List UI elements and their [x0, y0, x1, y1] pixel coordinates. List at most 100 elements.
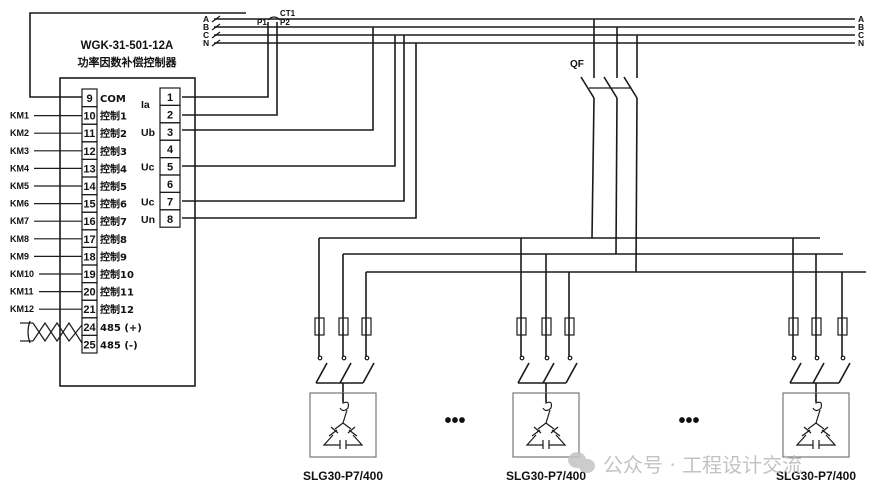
branch-bus: [319, 237, 866, 273]
contactor-switch-icon: [339, 362, 352, 384]
phase-label-right-N: N: [858, 38, 864, 48]
terminal-label: 控制12: [100, 303, 134, 316]
contactor-switch-icon: [315, 362, 328, 384]
phase-label-left-A: A: [203, 14, 209, 24]
ct-wire-2: [182, 22, 278, 116]
contactor-label: KM5: [10, 181, 29, 191]
terminal-number: 11: [84, 128, 96, 140]
terminal-number: 1: [167, 92, 173, 104]
contactor-label: KM9: [10, 251, 29, 261]
bus-lines: [214, 18, 855, 44]
contactor-label: KM10: [10, 269, 34, 279]
fuse-icon: [788, 317, 799, 336]
terminal-label: 控制2: [100, 127, 127, 140]
contact-terminal: [544, 355, 550, 361]
com-wire: [29, 12, 246, 98]
terminal-number: 3: [167, 127, 173, 139]
terminal-4: 4: [159, 139, 181, 159]
terminal-label: 控制9: [100, 250, 127, 263]
contact-terminal: [840, 355, 846, 361]
contactor-label: KM1: [10, 111, 29, 121]
terminal-number: 25: [83, 339, 95, 351]
capacitor-branch-1: SLG30-P7/400: [303, 238, 383, 483]
terminal-number: 21: [83, 304, 95, 316]
contactor-switch-icon: [362, 362, 375, 384]
reactor-icon: [339, 393, 350, 424]
terminal-6: 6: [159, 174, 181, 193]
terminal-label: 控制3: [100, 145, 127, 158]
watermark: 公众号 · 工程设计交流: [568, 452, 802, 477]
contactor-label: KM2: [10, 128, 29, 138]
voltage-sense-wires: [182, 27, 417, 219]
controller-model: WGK-31-501-12A: [81, 40, 174, 52]
terminal-2: 2: [159, 104, 181, 124]
current-transformer: CT1 P1 P2: [182, 9, 296, 116]
terminal-label: 控制6: [100, 198, 127, 211]
terminal-label: 控制7: [100, 215, 127, 228]
contactor-label: KM6: [10, 199, 29, 209]
contactor-switch-icon: [517, 362, 530, 384]
breaker-label: QF: [570, 59, 584, 70]
terminal-number: 12: [83, 146, 95, 158]
ellipsis-1: •••: [444, 410, 465, 432]
contactor-switch-icon: [812, 362, 825, 384]
terminal-number: 9: [86, 93, 92, 105]
fuse-icon: [516, 317, 527, 336]
terminal-label: COM: [100, 94, 126, 105]
phase-label-right-A: A: [858, 14, 864, 24]
fuse-icon: [811, 317, 822, 336]
phase-label-left-C: C: [203, 30, 209, 40]
phase-label-right-B: B: [858, 22, 864, 32]
ct-coil-icon: [267, 16, 281, 21]
contactor-label: KM3: [10, 146, 29, 156]
terminal-label: 控制5: [100, 180, 127, 193]
phase-label-left-N: N: [203, 38, 209, 48]
contact-terminal: [814, 355, 820, 361]
phase-label-right-C: C: [858, 30, 864, 40]
fuse-icon: [564, 317, 575, 336]
terminal-number: 16: [83, 216, 95, 228]
terminal-number: 2: [167, 109, 173, 121]
terminal-24: 24 485 (+): [81, 317, 142, 336]
ct-p1-label: P1: [257, 18, 267, 27]
fuse-icon: [541, 317, 552, 336]
terminal-5: 5Uc: [141, 157, 181, 176]
terminal-number: 24: [83, 322, 96, 334]
controller-name: 功率因数补偿控制器: [78, 55, 178, 69]
contactor-label: KM11: [10, 287, 34, 297]
contactor-label: KM4: [10, 163, 29, 173]
terminal-label: 控制11: [100, 286, 134, 299]
terminal-label: 485 (+): [100, 323, 142, 334]
terminal-8: 8Un: [141, 209, 181, 228]
terminal-number: 7: [167, 196, 173, 208]
contact-terminal: [317, 355, 323, 361]
contactor-label: KM12: [10, 304, 34, 314]
signal-label: Ia: [141, 99, 150, 111]
terminal-number: 10: [83, 111, 95, 123]
wechat-icon: [568, 452, 595, 473]
contactor-switch-icon: [565, 362, 578, 384]
contact-terminal: [341, 355, 347, 361]
capacitor-delta-icon: [525, 422, 567, 449]
terminal-7: 7Uc: [141, 191, 181, 211]
contactor-switch-icon: [542, 362, 555, 384]
phase-label-left-B: B: [203, 22, 209, 32]
signal-label: Ub: [141, 127, 155, 139]
capacitor-model-label: SLG30-P7/400: [303, 469, 383, 483]
capacitor-delta-icon: [795, 422, 837, 449]
contact-terminal: [519, 355, 525, 361]
terminal-21: 21 控制12 KM12: [10, 299, 134, 319]
terminal-number: 20: [83, 287, 95, 299]
capacitor-model-label: SLG30-P7/400: [776, 469, 856, 483]
contact-terminal: [364, 355, 370, 361]
terminal-number: 6: [167, 179, 173, 191]
